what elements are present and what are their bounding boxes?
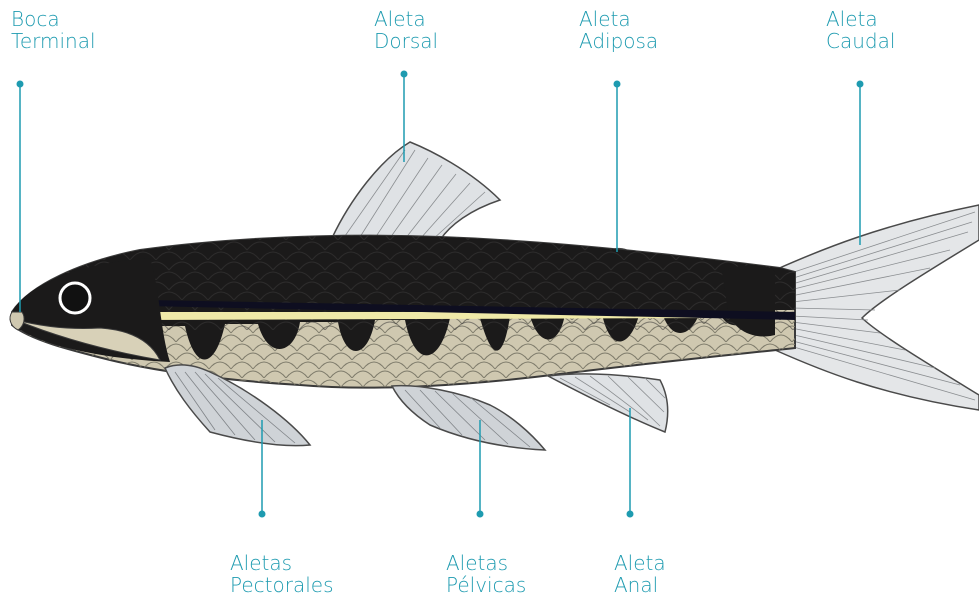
label-aleta-caudal: Aleta Caudal bbox=[826, 8, 895, 52]
leader-adiposa bbox=[614, 81, 621, 253]
label-aleta-dorsal: Aleta Dorsal bbox=[374, 8, 438, 52]
leader-boca bbox=[17, 81, 24, 313]
fish-eye bbox=[60, 283, 90, 313]
label-line: Anal bbox=[614, 574, 666, 596]
label-line: Terminal bbox=[11, 30, 96, 52]
pelvic-fin bbox=[392, 386, 545, 450]
label-line: Dorsal bbox=[374, 30, 438, 52]
anal-fin bbox=[548, 374, 668, 432]
label-line: Aletas bbox=[446, 552, 526, 574]
label-line: Aleta bbox=[614, 552, 666, 574]
label-line: Aletas bbox=[230, 552, 334, 574]
label-boca-terminal: Boca Terminal bbox=[11, 8, 96, 52]
label-line: Caudal bbox=[826, 30, 895, 52]
label-aletas-pectorales: Aletas Pectorales bbox=[230, 552, 334, 596]
label-line: Aleta bbox=[579, 8, 658, 30]
caudal-fin bbox=[775, 205, 979, 410]
fish-body bbox=[0, 220, 800, 400]
label-line: Adiposa bbox=[579, 30, 658, 52]
dorsal-fin bbox=[332, 142, 500, 240]
label-line: Pectorales bbox=[230, 574, 334, 596]
label-line: Aleta bbox=[374, 8, 438, 30]
label-line: Boca bbox=[11, 8, 96, 30]
label-aleta-adiposa: Aleta Adiposa bbox=[579, 8, 658, 52]
label-line: Aleta bbox=[826, 8, 895, 30]
label-aletas-pelvicas: Aletas Pélvicas bbox=[446, 552, 526, 596]
label-aleta-anal: Aleta Anal bbox=[614, 552, 666, 596]
label-line: Pélvicas bbox=[446, 574, 526, 596]
leader-anal bbox=[627, 408, 634, 518]
leader-caudal bbox=[857, 81, 864, 246]
